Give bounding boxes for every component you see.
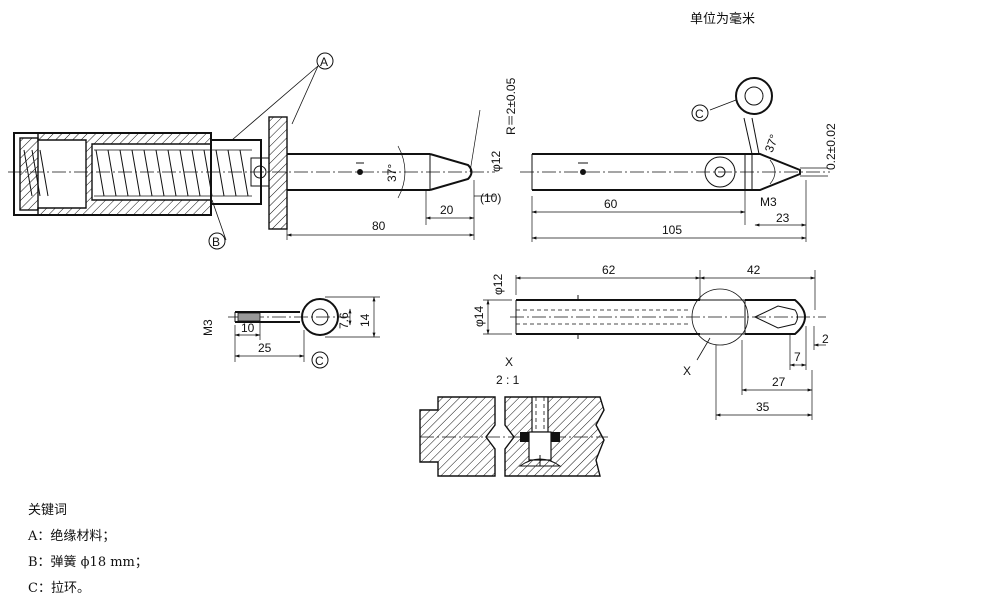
detail-scale: 2 : 1 xyxy=(496,373,520,387)
legend-title: 关键词 xyxy=(28,503,68,518)
probe-top-view: C 37° 0.2±0.02 M3 60 23 105 φ12 xyxy=(491,77,838,295)
dim-23: 23 xyxy=(776,211,790,225)
spring-coils xyxy=(94,149,252,197)
dim-14: 14 xyxy=(358,313,372,327)
dim-20: 20 xyxy=(440,203,454,217)
pull-ring xyxy=(735,77,773,115)
legend-item-a: A：绝缘材料； xyxy=(28,529,116,544)
pull-ring-part: M3 10 25 14 7.6 C xyxy=(201,296,380,369)
dim-27: 27 xyxy=(772,375,786,389)
dim-105: 105 xyxy=(662,223,682,237)
dim-7: 7 xyxy=(794,350,801,364)
angle-37-left: 37° xyxy=(385,164,399,182)
dia12-right-label: φ12 xyxy=(491,274,505,295)
callout-a: A xyxy=(320,55,328,69)
probe-plan-view: X 62 42 φ14 2 7 27 35 xyxy=(472,263,829,420)
m3-ring: M3 xyxy=(201,319,215,336)
radius-label: R＝2±0.05 xyxy=(504,77,518,135)
dim-25: 25 xyxy=(258,341,272,355)
detail-label: X xyxy=(505,355,513,369)
callout-a-circle xyxy=(316,52,334,70)
technical-drawing: 单位为毫米 37° R＝2± xyxy=(8,11,838,477)
dim-10-paren: (10) xyxy=(480,191,501,205)
dim-60: 60 xyxy=(604,197,618,211)
callout-c-top: C xyxy=(695,107,704,121)
dim-7-6: 7.6 xyxy=(337,312,351,329)
legend-item-c: C：拉环。 xyxy=(28,581,90,596)
dim-42: 42 xyxy=(747,263,761,277)
detail-x-section: X 2 : 1 xyxy=(419,355,608,477)
dim-10: 10 xyxy=(241,321,255,335)
m3-top: M3 xyxy=(760,195,777,209)
angle-37-right: 37° xyxy=(762,132,781,154)
dim-35: 35 xyxy=(756,400,770,414)
legend-item-b: B：弹簧 ϕ18 mm； xyxy=(28,555,148,570)
legend: 关键词 A：绝缘材料； B：弹簧 ϕ18 mm； C：拉环。 xyxy=(28,498,148,602)
detail-marker: X xyxy=(683,364,691,378)
dim-80: 80 xyxy=(372,219,386,233)
callout-b: B xyxy=(212,235,220,249)
probe-side-view: 37° R＝2±0.05 φ12 80 20 (10) A B xyxy=(8,52,518,250)
guard-flange xyxy=(268,116,288,230)
dia12-left-label: φ12 xyxy=(489,151,503,172)
callout-b-circle xyxy=(208,232,226,250)
dim-2: 2 xyxy=(822,332,829,346)
dia14-label: φ14 xyxy=(472,306,486,327)
tol-label: 0.2±0.02 xyxy=(824,123,838,170)
dim-62: 62 xyxy=(602,263,616,277)
unit-note: 单位为毫米 xyxy=(690,11,755,27)
callout-c-ring: C xyxy=(315,354,324,368)
